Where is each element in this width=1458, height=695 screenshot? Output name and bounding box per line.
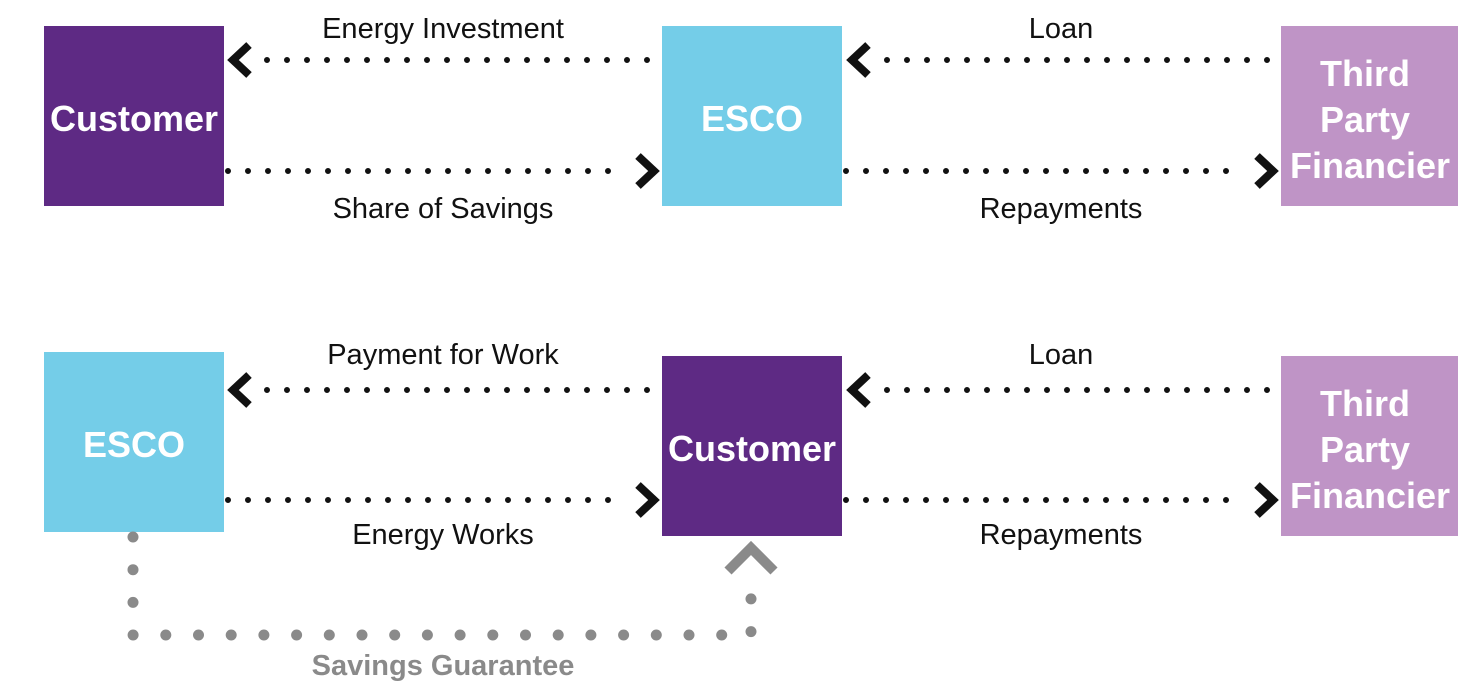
bottom-label-savings-guarantee: Savings Guarantee xyxy=(312,650,575,682)
bottom-esco-label: ESCO xyxy=(83,424,185,465)
top-label-loan: Loan xyxy=(1029,13,1094,45)
top-financier-line-3: Financier xyxy=(1290,145,1450,186)
bottom-arrow-loan-head xyxy=(846,372,871,408)
bottom-customer-box xyxy=(662,356,842,536)
bottom-arrow-energy-works-head xyxy=(635,482,660,518)
diagram-top: Customer ESCO Third Party Financier Ener… xyxy=(44,13,1458,225)
diagram-bottom: ESCO Customer Third Party Financier Paym… xyxy=(44,339,1458,682)
top-customer-label: Customer xyxy=(50,98,218,139)
top-financier-line-1: Third xyxy=(1320,53,1410,94)
top-arrow-share-of-savings-head xyxy=(635,153,660,189)
bottom-financier-label: Third Party Financier xyxy=(1290,383,1450,516)
top-arrow-energy-investment-head xyxy=(227,42,252,78)
top-financier-line-2: Party xyxy=(1320,99,1410,140)
bottom-label-loan: Loan xyxy=(1029,339,1094,371)
bottom-financier-line-2: Party xyxy=(1320,429,1410,470)
bottom-arrow-savings-guarantee xyxy=(127,531,757,641)
bottom-label-energy-works: Energy Works xyxy=(352,519,534,551)
top-esco-box xyxy=(662,26,842,206)
bottom-esco-box xyxy=(44,352,224,532)
bottom-arrow-savings-guarantee-head xyxy=(724,540,778,575)
bottom-arrow-payment-for-work-head xyxy=(227,372,252,408)
top-label-share-of-savings: Share of Savings xyxy=(333,193,554,225)
top-arrow-repayments-head xyxy=(1254,153,1279,189)
bottom-customer-label: Customer xyxy=(668,428,836,469)
top-arrow-loan-head xyxy=(846,42,871,78)
top-label-repayments: Repayments xyxy=(980,193,1143,225)
bottom-arrow-repayments-head xyxy=(1254,482,1279,518)
bottom-financier-box xyxy=(1281,356,1458,536)
top-esco-label: ESCO xyxy=(701,98,803,139)
bottom-financier-line-1: Third xyxy=(1320,383,1410,424)
top-financier-label: Third Party Financier xyxy=(1290,53,1450,186)
top-financier-box xyxy=(1281,26,1458,206)
bottom-label-repayments: Repayments xyxy=(980,519,1143,551)
bottom-financier-line-3: Financier xyxy=(1290,475,1450,516)
top-label-energy-investment: Energy Investment xyxy=(322,13,564,45)
top-customer-box xyxy=(44,26,224,206)
bottom-label-payment-for-work: Payment for Work xyxy=(327,339,559,371)
